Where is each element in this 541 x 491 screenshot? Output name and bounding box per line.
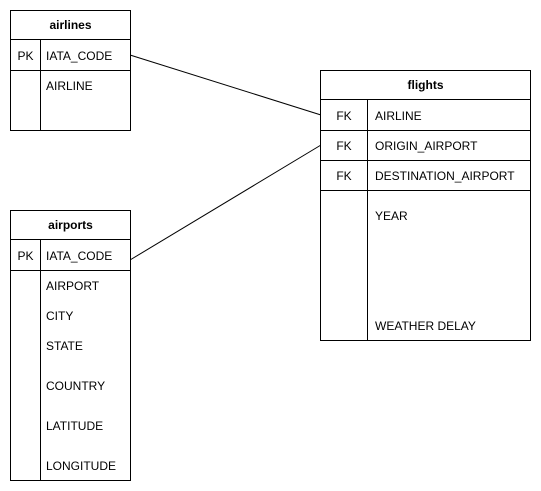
key-column-divider — [367, 100, 368, 340]
airlines-airline-field: AIRLINE — [46, 79, 93, 93]
fk-label: FK — [336, 109, 352, 123]
airports-iata-code-field: IATA_CODE — [46, 249, 113, 263]
airports-to-flights-connector — [129, 144, 322, 261]
fk-label: FK — [336, 139, 352, 153]
flights-year-field: YEAR — [375, 209, 408, 223]
key-column-divider — [40, 240, 41, 480]
row-divider — [321, 130, 530, 131]
airports-table[interactable]: airports PK IATA_CODE AIRPORT CITY STATE… — [10, 210, 131, 481]
airports-state-field: STATE — [46, 339, 83, 353]
pk-label: PK — [17, 49, 34, 63]
row-divider — [321, 190, 530, 191]
airports-latitude-field: LATITUDE — [46, 419, 104, 433]
airports-longitude-field: LONGITUDE — [46, 459, 117, 473]
flights-origin-airport-field: ORIGIN_AIRPORT — [375, 139, 478, 153]
airports-table-title: airports — [11, 211, 130, 240]
flights-weather-delay-field: WEATHER DELAY — [375, 319, 476, 333]
row-divider — [321, 160, 530, 161]
key-column-divider — [40, 40, 41, 130]
flights-table-title: flights — [321, 71, 530, 100]
airlines-to-flights-connector — [129, 54, 322, 116]
fk-label: FK — [336, 169, 352, 183]
row-divider — [11, 270, 130, 271]
airports-country-field: COUNTRY — [46, 379, 106, 393]
airports-airport-field: AIRPORT — [46, 279, 100, 293]
airlines-iata-code-field: IATA_CODE — [46, 49, 113, 63]
airlines-table[interactable]: airlines PK IATA_CODE AIRLINE — [10, 10, 131, 131]
pk-label: PK — [17, 249, 34, 263]
airports-city-field: CITY — [46, 309, 74, 323]
flights-table[interactable]: flights FK AIRLINE FK ORIGIN_AIRPORT FK … — [320, 70, 531, 341]
flights-airline-field: AIRLINE — [375, 109, 422, 123]
flights-destination-airport-field: DESTINATION_AIRPORT — [375, 169, 515, 183]
airlines-table-title: airlines — [11, 11, 130, 40]
row-divider — [11, 70, 130, 71]
